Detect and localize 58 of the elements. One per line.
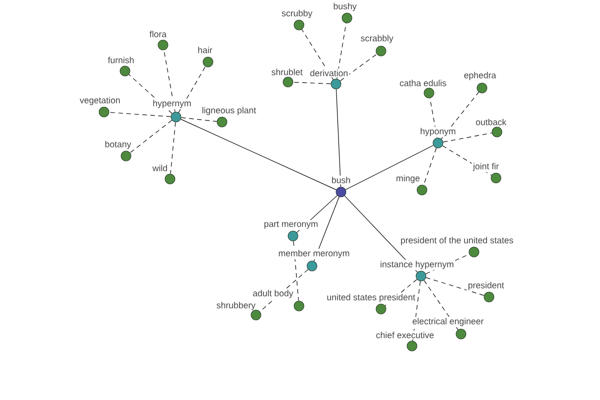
node-label: instance hypernym	[380, 260, 454, 270]
connector-line	[260, 269, 308, 312]
node-label: scrubby	[282, 10, 312, 18]
node-label: ligneous plant	[202, 106, 256, 116]
connector-line	[302, 29, 334, 80]
connector-line	[128, 74, 172, 114]
node-label: outback	[476, 118, 506, 126]
node-label: botany	[105, 140, 132, 150]
node-label: hyponym	[420, 128, 456, 136]
node-label: member meronym	[278, 250, 350, 258]
node-label: shrubbery	[216, 302, 256, 310]
connector-line	[440, 92, 480, 140]
node-label: united states president	[327, 294, 416, 302]
connector-line	[336, 22, 346, 80]
node-label: ephedra	[464, 72, 496, 80]
node-label: bush	[332, 176, 350, 184]
connector-line	[336, 88, 342, 188]
node-label: hair	[198, 46, 212, 54]
node-label: catha edulis	[400, 80, 446, 86]
connector-line	[170, 122, 176, 174]
connector-line	[344, 196, 418, 272]
connector-line	[292, 82, 332, 84]
connector-line	[424, 280, 458, 330]
node-label: bushy	[334, 2, 357, 12]
node-label: scrabbly	[360, 34, 394, 44]
connector-line	[164, 50, 176, 112]
connector-line	[412, 280, 421, 342]
node-label: vegetation	[80, 96, 120, 106]
node-label: adult body	[253, 290, 294, 298]
connector-line	[296, 195, 338, 233]
node-label: minge	[396, 174, 420, 184]
node-label: president of the united states	[401, 236, 514, 246]
connector-line	[423, 148, 437, 186]
connector-line	[130, 120, 172, 154]
connector-line	[345, 145, 434, 190]
connector-line	[178, 66, 206, 113]
connector-line	[442, 145, 492, 176]
connector-line	[180, 117, 218, 122]
node-label: wild	[152, 164, 168, 172]
connector-line	[384, 279, 418, 306]
node-label: hypernym	[153, 100, 191, 108]
node-label: part meronym	[264, 221, 318, 229]
connector-line	[340, 54, 378, 82]
node-label: shrublet	[272, 68, 303, 76]
connector-line	[426, 277, 484, 296]
connector-line	[442, 132, 492, 142]
connector-line	[293, 240, 299, 302]
node-label: president	[468, 282, 504, 290]
node-label: furnish	[108, 56, 134, 64]
node-label: joint fir	[472, 162, 499, 172]
connector-line	[180, 118, 337, 190]
connector-line	[314, 196, 340, 262]
connector-line	[108, 112, 172, 117]
connector-line	[430, 98, 438, 138]
node-label: flora	[150, 30, 167, 38]
node-label: electrical engineer	[412, 318, 484, 326]
node-label: chief executive	[376, 332, 434, 338]
node-label: derivation	[310, 70, 348, 76]
